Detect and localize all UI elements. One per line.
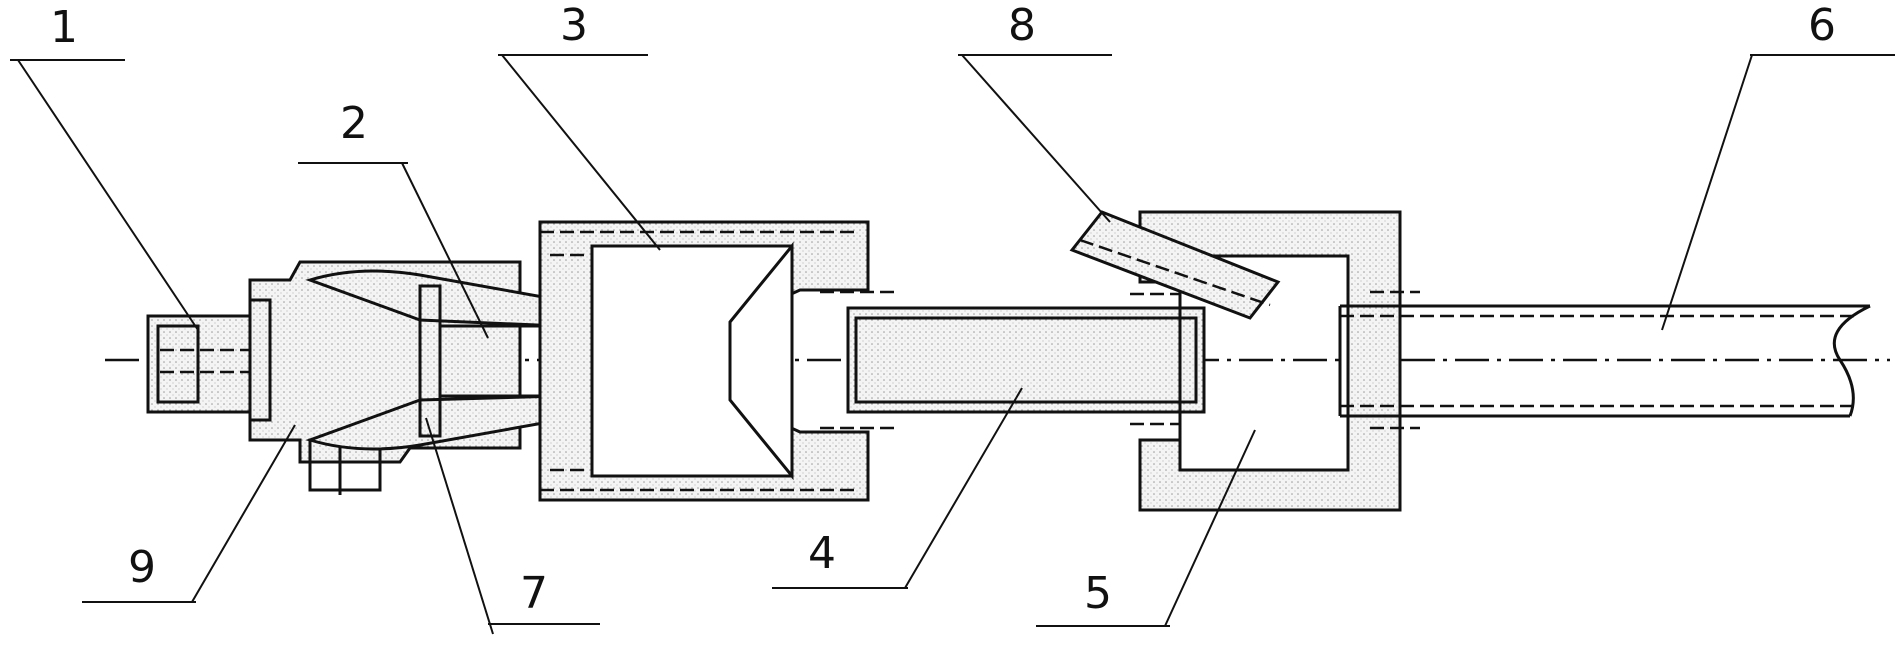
label-9: 9: [128, 542, 156, 593]
label-5: 5: [1084, 568, 1112, 619]
leader-4: 4: [772, 387, 1023, 589]
leader-2: 2: [298, 98, 489, 339]
leader-9: 9: [82, 424, 296, 603]
leader-6: 6: [1661, 0, 1895, 331]
part-8-feed-nozzle: [1069, 210, 1281, 320]
label-4: 4: [808, 528, 836, 579]
label-6: 6: [1808, 0, 1836, 51]
leader-7: 7: [425, 417, 600, 635]
label-7: 7: [520, 568, 548, 619]
label-1: 1: [50, 2, 78, 53]
label-3: 3: [560, 0, 588, 51]
label-8: 8: [1008, 0, 1036, 51]
leader-1: 1: [10, 2, 199, 331]
part-6-outlet-pipe: [1338, 304, 1871, 418]
leader-3: 3: [498, 0, 661, 251]
part-4-diffuser: [820, 290, 1206, 430]
part-3-mixing-chamber: [538, 220, 870, 502]
leader-8: 8: [958, 0, 1112, 223]
label-2: 2: [340, 98, 368, 149]
leader-5: 5: [1036, 429, 1256, 627]
